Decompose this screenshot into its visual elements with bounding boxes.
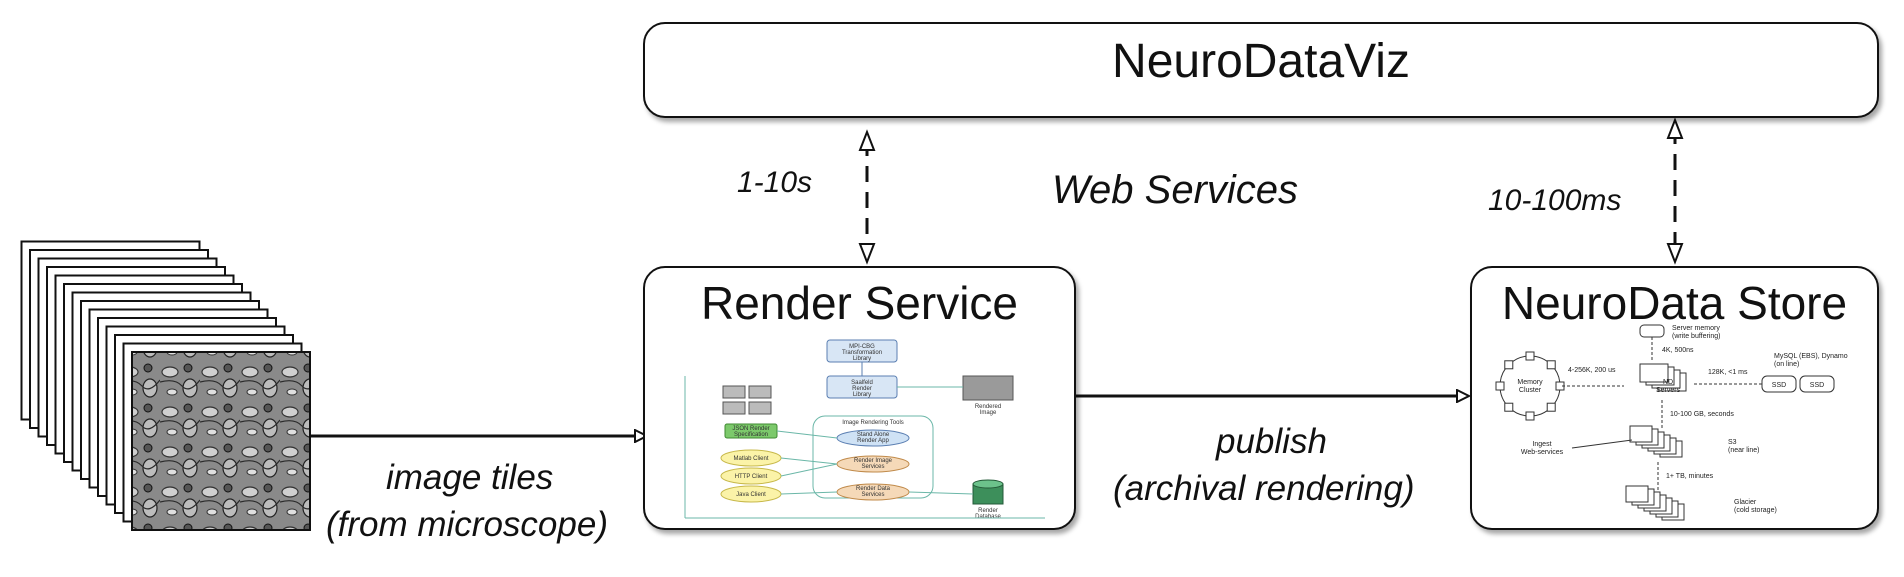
server-unit [1625, 485, 1649, 503]
cluster-node [1525, 351, 1535, 361]
cluster-node [1504, 402, 1514, 412]
glacier-rate-label: 1+ TB, minutes [1666, 473, 1714, 480]
left-bidirectional-arrow [858, 129, 876, 265]
s3-label: S3(near line) [1728, 439, 1760, 454]
server-memory-label: Server memory(write buffering) [1672, 325, 1721, 340]
microscope-tile-image [131, 351, 311, 531]
s3-rate-label: 10-100 GB, seconds [1670, 411, 1734, 418]
matlab-client-label: Matlab Client [733, 456, 768, 462]
right-bidirectional-arrow [1666, 117, 1684, 265]
java-client-label: Java Client [736, 492, 766, 498]
latency-right-label: 10-100ms [1488, 184, 1622, 217]
neurodataviz-box: NeuroDataViz [643, 22, 1879, 118]
ssd2-label: SSD [1810, 382, 1824, 389]
neurodata-store-box: NeuroData Store Server memory(write buff… [1470, 266, 1879, 530]
tools-title-label: Image Rendering Tools [842, 420, 904, 426]
ssd-rate-label: 128K, <1 ms [1708, 369, 1748, 376]
publish-label-line1: publish [1216, 422, 1327, 461]
image-tiles-label-line1: image tiles [386, 458, 554, 497]
cluster-node [1546, 402, 1556, 412]
cluster-node [1525, 411, 1535, 421]
latency-4k-label: 4K, 500ns [1662, 347, 1694, 354]
http-client-label: HTTP Client [735, 474, 768, 480]
publish-label-line2: (archival rendering) [1113, 469, 1415, 508]
mysql-label: MySQL (EBS), Dynamo(on line) [1774, 353, 1848, 368]
latency-left-label: 1-10s [737, 166, 813, 199]
render-service-title: Render Service [700, 277, 1019, 329]
web-services-label: Web Services [1052, 168, 1299, 212]
neurodataviz-title: NeuroDataViz [1112, 35, 1410, 88]
glacier-label: Glacier(cold storage) [1734, 499, 1777, 514]
ssd1-label: SSD [1772, 382, 1786, 389]
cluster-rate-label: 4-256K, 200 us [1568, 367, 1616, 374]
cluster-node [1495, 381, 1505, 391]
cluster-node [1546, 360, 1556, 370]
server-unit [1639, 363, 1669, 383]
neurodata-store-title: NeuroData Store [1501, 277, 1848, 329]
server-unit [1629, 425, 1653, 443]
cluster-node [1504, 360, 1514, 370]
image-tiles-label-line2: (from microscope) [326, 505, 608, 544]
tile-stack [20, 240, 311, 531]
neurodata-store-diagram: Server memory(write buffering) 4K, 500ns… [1495, 324, 1848, 521]
